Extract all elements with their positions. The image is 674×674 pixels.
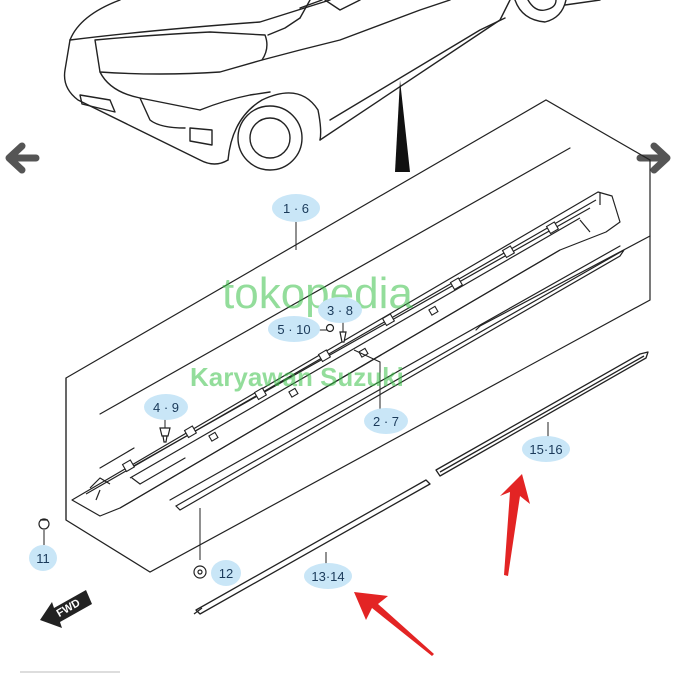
clip-icon (159, 427, 171, 443)
callout-5-10[interactable]: 5 · 10 (268, 316, 320, 342)
red-arrow-up (500, 474, 530, 576)
assembly-box (65, 99, 651, 573)
side-sill-panel (71, 191, 621, 517)
pointer-wedge (395, 80, 410, 172)
callout-11[interactable]: 11 (29, 545, 57, 571)
fwd-arrow-icon: FWD (40, 590, 92, 628)
red-arrow-left (354, 592, 434, 656)
chevron-left-icon[interactable] (5, 142, 40, 174)
callout-15-16[interactable]: 15·16 (522, 436, 570, 462)
callout-12[interactable]: 12 (211, 560, 241, 586)
callout-4-9[interactable]: 4 · 9 (144, 394, 188, 420)
callout-1-6[interactable]: 1 · 6 (272, 194, 320, 222)
sill-clips (121, 221, 560, 473)
callout-3-8[interactable]: 3 · 8 (318, 297, 362, 323)
callout-15-16-label: 15·16 (529, 442, 562, 457)
car-outline (63, 0, 601, 171)
fasteners (38, 323, 347, 579)
screw-icon (339, 331, 347, 343)
callout-1-6-label: 1 · 6 (283, 201, 309, 216)
callout-11-label: 11 (36, 551, 50, 566)
nut-icon (38, 518, 50, 530)
callout-5-10-label: 5 · 10 (277, 322, 310, 337)
bolt-icon (325, 323, 335, 333)
callout-3-8-label: 3 · 8 (327, 303, 353, 318)
callout-4-9-label: 4 · 9 (153, 400, 179, 415)
callout-12-label: 12 (219, 566, 233, 581)
watermark-brand: tokopedia (222, 269, 413, 318)
trim-lines (99, 147, 651, 511)
moulding-lower-strip (193, 479, 431, 615)
watermark-subtitle: Karyawan Suzuki (190, 362, 404, 392)
callout-2-7[interactable]: 2 · 7 (364, 408, 408, 434)
grommet-icon (193, 565, 207, 579)
leader-lines (43, 222, 549, 566)
callout-13-14-label: 13·14 (311, 569, 344, 584)
callout-13-14[interactable]: 13·14 (304, 563, 352, 589)
callout-2-7-label: 2 · 7 (373, 414, 399, 429)
moulding-upper-strip (435, 351, 649, 477)
chevron-right-icon[interactable] (636, 142, 671, 174)
